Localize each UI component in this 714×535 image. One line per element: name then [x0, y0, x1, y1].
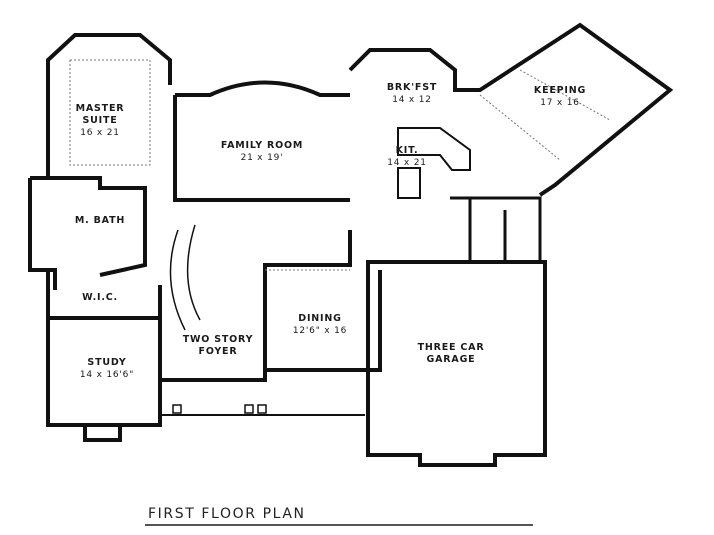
room-label-garage: THREE CAR GARAGE	[418, 342, 485, 366]
porch-column	[172, 404, 182, 414]
wic-walls	[46, 270, 162, 427]
room-label-family-room: FAMILY ROOM 21 x 19'	[221, 140, 303, 164]
room-dimensions: 14 x 12	[392, 95, 432, 105]
room-name: TWO STORY	[182, 334, 254, 345]
bath-walls	[28, 176, 147, 290]
porch-column	[257, 404, 267, 414]
room-name: SUITE	[82, 115, 118, 126]
plan-title: FIRST FLOOR PLAN	[148, 506, 306, 522]
room-label-breakfast: BRK'FST 14 x 12	[387, 82, 437, 106]
kitchen-counter	[397, 127, 471, 171]
room-label-kitchen: KIT. 14 x 21	[387, 145, 427, 169]
study-bay	[83, 425, 122, 442]
room-label-study: STUDY 14 x 16'6"	[80, 357, 134, 381]
room-name: GARAGE	[426, 354, 476, 365]
room-name: W.I.C.	[82, 292, 118, 303]
breakfast-walls	[348, 22, 674, 197]
room-name: DINING	[298, 313, 342, 324]
foyer-walls	[160, 230, 352, 382]
room-name: BRK'FST	[386, 82, 438, 93]
room-dimensions: 14 x 21	[387, 158, 427, 168]
stair	[169, 224, 201, 331]
room-name: KEEPING	[533, 85, 587, 96]
room-dimensions: 17 x 16	[540, 98, 580, 108]
room-name: KIT.	[395, 145, 419, 156]
room-name: M. BATH	[74, 215, 126, 226]
utility-walls	[450, 196, 542, 262]
room-dimensions: 21 x 19'	[240, 153, 284, 163]
room-label-dining: DINING 12'6" x 16	[293, 313, 347, 337]
room-dimensions: 14 x 16'6"	[79, 370, 135, 380]
room-name: STUDY	[87, 357, 127, 368]
room-label-foyer: TWO STORY FOYER	[183, 334, 254, 358]
room-dimensions: 16 x 21	[80, 128, 120, 138]
room-label-keeping: KEEPING 17 x 16	[534, 85, 586, 109]
kitchen-island	[397, 167, 421, 199]
room-label-wic: W.I.C.	[82, 292, 118, 304]
room-name: FOYER	[198, 346, 238, 357]
keeping-tray	[479, 69, 611, 161]
garage-walls	[366, 260, 547, 467]
master-tray-ceiling	[69, 59, 151, 166]
room-name: THREE CAR	[417, 342, 485, 353]
title-underline	[145, 524, 533, 526]
room-dimensions: 12'6" x 16	[292, 326, 348, 336]
room-name: MASTER	[75, 103, 125, 114]
porch-column	[244, 404, 254, 414]
master-suite-walls	[46, 33, 172, 180]
dining-walls	[263, 270, 382, 372]
room-label-master-bath: M. BATH	[75, 215, 125, 227]
room-name: FAMILY ROOM	[220, 140, 304, 151]
family-room-walls	[173, 80, 350, 202]
room-label-master-suite: MASTER SUITE 16 x 21	[76, 103, 125, 139]
